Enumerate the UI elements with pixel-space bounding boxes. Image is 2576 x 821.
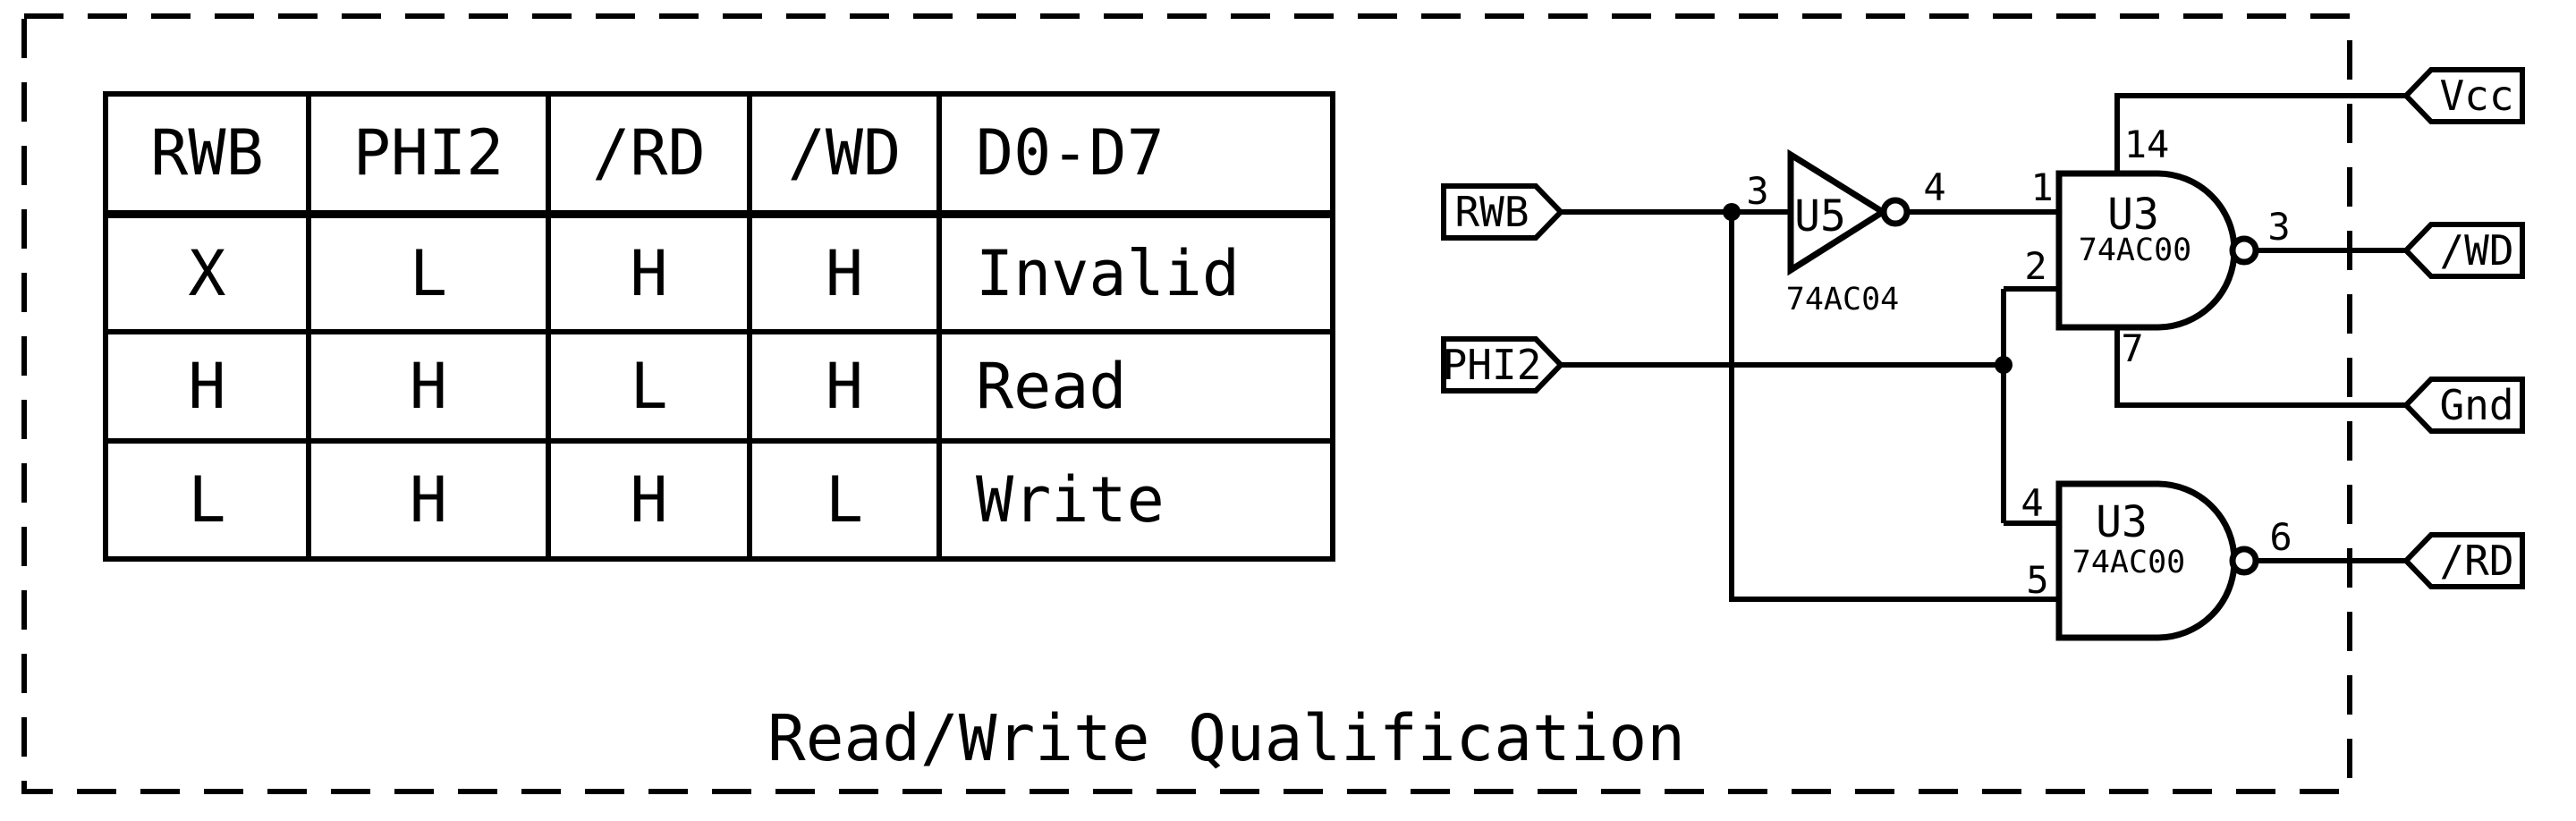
wire-pin7-to-gnd [2114, 327, 2406, 408]
nand-top-pin14-number: 14 [2124, 123, 2170, 166]
nand-bottom-refdes: U3 [2096, 497, 2148, 547]
nand-bottom-pin5-number: 5 [2026, 558, 2048, 602]
table-cell: L [103, 438, 311, 562]
inverter-part-number: 74AC04 [1786, 282, 1899, 317]
dashed-border [21, 13, 2352, 794]
table-cell: H [747, 329, 942, 444]
nand-top-pin3-number: 3 [2267, 205, 2290, 249]
wire-pin14-to-vcc [2114, 93, 2406, 174]
inverter-pin-in-number: 3 [1746, 169, 1768, 213]
table-cell: Write [936, 438, 1335, 562]
rd-output-flag [2402, 532, 2525, 589]
junction-dot-phi2 [1995, 356, 2012, 374]
table-cell: H [546, 438, 752, 562]
table-header-rd: /RD [546, 91, 752, 218]
inverter-bubble [1880, 197, 1911, 227]
table-cell: H [546, 211, 752, 334]
nand-bottom-pin6-number: 6 [2269, 515, 2292, 559]
nand-bottom-part-number: 74AC00 [2072, 545, 2185, 580]
table-cell: L [546, 329, 752, 444]
gnd-output-flag [2402, 377, 2525, 434]
truth-table: RWB PHI2 /RD /WD D0-D7 X L H H Invalid H… [103, 91, 1335, 562]
nand-bottom-pin4-number: 4 [2021, 481, 2043, 525]
table-cell: Invalid [936, 211, 1335, 334]
table-cell: Read [936, 329, 1335, 444]
inverter-refdes: U5 [1794, 191, 1846, 241]
table-header-rwb: RWB [103, 91, 311, 218]
sheet-title: Read/Write Qualification [767, 701, 1685, 775]
nand-bottom-bubble [2229, 546, 2259, 576]
table-cell: L [747, 438, 942, 562]
wd-output-flag-label: /WD [2439, 226, 2513, 275]
table-cell: L [306, 211, 551, 334]
wire-rwb-to-nand2-pin5 [1729, 212, 2059, 602]
junction-dot-rwb [1723, 203, 1741, 221]
table-header-wd: /WD [747, 91, 942, 218]
table-row: H H L H Read [103, 329, 1335, 444]
nand-top-pin7-number: 7 [2121, 326, 2143, 370]
rd-output-flag-label: /RD [2439, 537, 2513, 585]
rwb-input-flag [1441, 183, 1565, 241]
nand-top-refdes: U3 [2107, 190, 2159, 240]
nand-top-part-number: 74AC00 [2079, 233, 2191, 268]
table-cell: H [747, 211, 942, 334]
table-cell: H [103, 329, 311, 444]
inverter-triangle [1787, 148, 1889, 276]
vcc-output-flag [2402, 67, 2525, 124]
inverter-pin-out-number: 4 [1923, 165, 1945, 209]
nand-top-pin2-number: 2 [2024, 244, 2046, 288]
table-row: X L H H Invalid [103, 211, 1335, 334]
table-row: L H H L Write [103, 438, 1335, 562]
table-header-phi2: PHI2 [306, 91, 551, 218]
gnd-output-flag-label: Gnd [2439, 381, 2513, 429]
phi2-input-flag-label: PHI2 [1443, 341, 1542, 389]
nand-top-bubble [2229, 235, 2259, 266]
vcc-output-flag-label: Vcc [2439, 72, 2513, 120]
wd-output-flag [2402, 222, 2525, 279]
table-cell: X [103, 211, 311, 334]
table-header-d0d7: D0-D7 [936, 91, 1335, 218]
nand-top-pin1-number: 1 [2030, 165, 2053, 209]
rwb-input-flag-label: RWB [1454, 188, 1529, 236]
table-header-row: RWB PHI2 /RD /WD D0-D7 [103, 91, 1335, 218]
table-cell: H [306, 438, 551, 562]
table-cell: H [306, 329, 551, 444]
phi2-input-flag [1441, 336, 1565, 394]
